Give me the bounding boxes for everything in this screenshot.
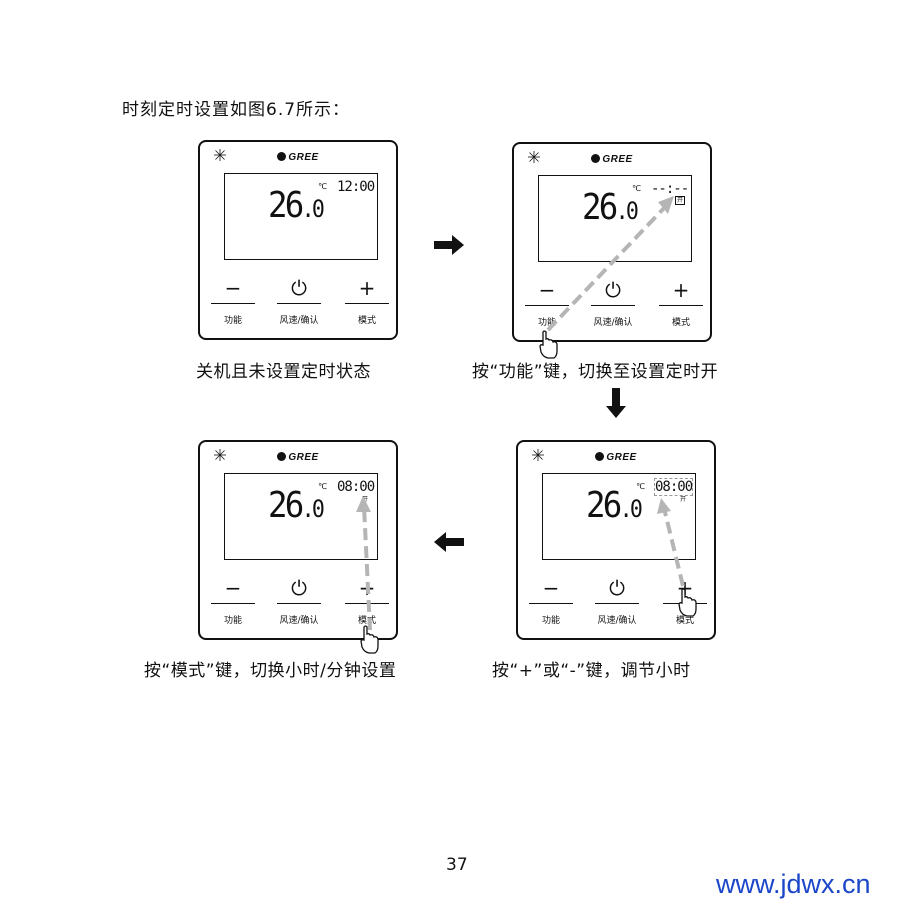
celsius-unit: ℃ bbox=[636, 482, 645, 491]
gree-logo: GREE bbox=[518, 452, 714, 463]
power-button[interactable]: ⏻ 风速/确认 bbox=[277, 278, 321, 326]
power-icon: ⏻ bbox=[291, 576, 307, 600]
gree-logo: GREE bbox=[200, 452, 396, 463]
timer-on-indicator: 开 bbox=[675, 196, 686, 205]
caption-step-4: 按“+”或“-”键，调节小时 bbox=[492, 661, 691, 681]
temperature-readout: 26.0 bbox=[586, 485, 643, 526]
celsius-unit: ℃ bbox=[632, 184, 641, 193]
plus-button[interactable]: + 模式 bbox=[345, 578, 389, 626]
clock-readout: 08:00 bbox=[653, 478, 694, 496]
sun-icon bbox=[528, 151, 540, 163]
minus-button[interactable]: − 功能 bbox=[211, 578, 255, 626]
intro-text: 时刻定时设置如图6.7所示： bbox=[122, 100, 351, 120]
celsius-unit: ℃ bbox=[318, 482, 327, 491]
caption-step-3: 按“模式”键，切换小时/分钟设置 bbox=[144, 661, 397, 681]
power-icon: ⏻ bbox=[609, 576, 625, 600]
plus-button[interactable]: + 模式 bbox=[663, 578, 707, 626]
sun-icon bbox=[214, 149, 226, 161]
controller-panel-off: GREE 26.0 ℃ 12:00 − 功能 ⏻ 风速/确认 + 模式 bbox=[198, 140, 398, 340]
timer-on-indicator: 开 bbox=[680, 496, 687, 503]
caption-step-2: 按“功能”键，切换至设置定时开 bbox=[472, 362, 719, 382]
temperature-readout: 26.0 bbox=[268, 185, 325, 226]
page-number: 37 bbox=[446, 855, 468, 875]
temperature-readout: 26.0 bbox=[582, 187, 639, 228]
lcd-display: 26.0 ℃ 12:00 bbox=[224, 173, 378, 260]
celsius-unit: ℃ bbox=[318, 182, 327, 191]
temperature-readout: 26.0 bbox=[268, 485, 325, 526]
function-label: 功能 bbox=[537, 318, 556, 328]
sun-icon bbox=[532, 449, 544, 461]
fan-confirm-label: 风速/确认 bbox=[593, 318, 633, 328]
mode-label: 模式 bbox=[357, 616, 376, 626]
fan-confirm-label: 风速/确认 bbox=[279, 616, 319, 626]
mode-label: 模式 bbox=[357, 316, 376, 326]
plus-button[interactable]: + 模式 bbox=[345, 278, 389, 326]
minus-button[interactable]: − 功能 bbox=[525, 280, 569, 328]
arrow-down-icon bbox=[606, 388, 626, 418]
clock-readout: 08:00 bbox=[337, 479, 375, 495]
mode-label: 模式 bbox=[671, 318, 690, 328]
function-label: 功能 bbox=[541, 616, 560, 626]
power-button[interactable]: ⏻ 风速/确认 bbox=[277, 578, 321, 626]
power-button[interactable]: ⏻ 风速/确认 bbox=[595, 578, 639, 626]
fan-confirm-label: 风速/确认 bbox=[597, 616, 637, 626]
arrow-left-icon bbox=[434, 532, 464, 552]
controller-panel-mode: GREE 26.0 ℃ 08:00 开 − 功能 ⏻ 风速/确认 + 模式 bbox=[198, 440, 398, 640]
function-label: 功能 bbox=[223, 316, 242, 326]
controller-panel-function: GREE 26.0 ℃ --:-- 开 − 功能 ⏻ 风速/确认 + 模式 bbox=[512, 142, 712, 342]
mode-label: 模式 bbox=[675, 616, 694, 626]
controller-panel-adjust: GREE 26.0 ℃ 08:00 开 − 功能 ⏻ 风速/确认 + 模式 bbox=[516, 440, 716, 640]
arrow-right-icon bbox=[434, 235, 464, 255]
watermark: www.jdwx.cn bbox=[716, 869, 871, 899]
minus-button[interactable]: − 功能 bbox=[211, 278, 255, 326]
gree-logo: GREE bbox=[200, 152, 396, 163]
fan-confirm-label: 风速/确认 bbox=[279, 316, 319, 326]
sun-icon bbox=[214, 449, 226, 461]
minus-button[interactable]: − 功能 bbox=[529, 578, 573, 626]
clock-readout: 12:00 bbox=[337, 179, 375, 195]
timer-on-indicator: 开 bbox=[362, 496, 369, 503]
clock-readout: --:-- bbox=[651, 181, 689, 197]
power-icon: ⏻ bbox=[291, 276, 307, 300]
power-icon: ⏻ bbox=[605, 278, 621, 302]
lcd-display: 26.0 ℃ 08:00 开 bbox=[542, 473, 696, 560]
power-button[interactable]: ⏻ 风速/确认 bbox=[591, 280, 635, 328]
function-label: 功能 bbox=[223, 616, 242, 626]
gree-logo: GREE bbox=[514, 154, 710, 165]
lcd-display: 26.0 ℃ --:-- 开 bbox=[538, 175, 692, 262]
caption-step-1: 关机且未设置定时状态 bbox=[196, 362, 371, 382]
plus-button[interactable]: + 模式 bbox=[659, 280, 703, 328]
lcd-display: 26.0 ℃ 08:00 开 bbox=[224, 473, 378, 560]
